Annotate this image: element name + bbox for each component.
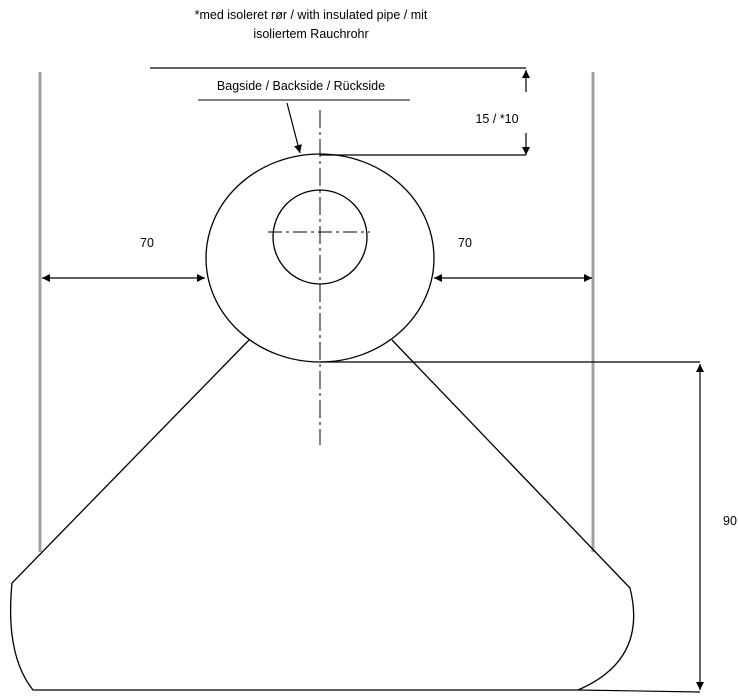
backside-leader-arrow	[286, 102, 302, 154]
insulated-pipe-note-line2: isoliertem Rauchrohr	[253, 27, 368, 41]
backside-label: Bagside / Backside / Rückside	[217, 79, 385, 93]
depth-extension-bottom	[577, 689, 701, 693]
insulated-pipe-note-line1: *med isoleret rør / with insulated pipe …	[195, 8, 428, 22]
stove-base-outline	[9, 339, 635, 691]
depth-label: 90	[723, 514, 737, 528]
right-clearance-label: 70	[458, 236, 472, 250]
left-clearance-label: 70	[140, 236, 154, 250]
top-clearance-label: 15 / *10	[475, 112, 518, 126]
